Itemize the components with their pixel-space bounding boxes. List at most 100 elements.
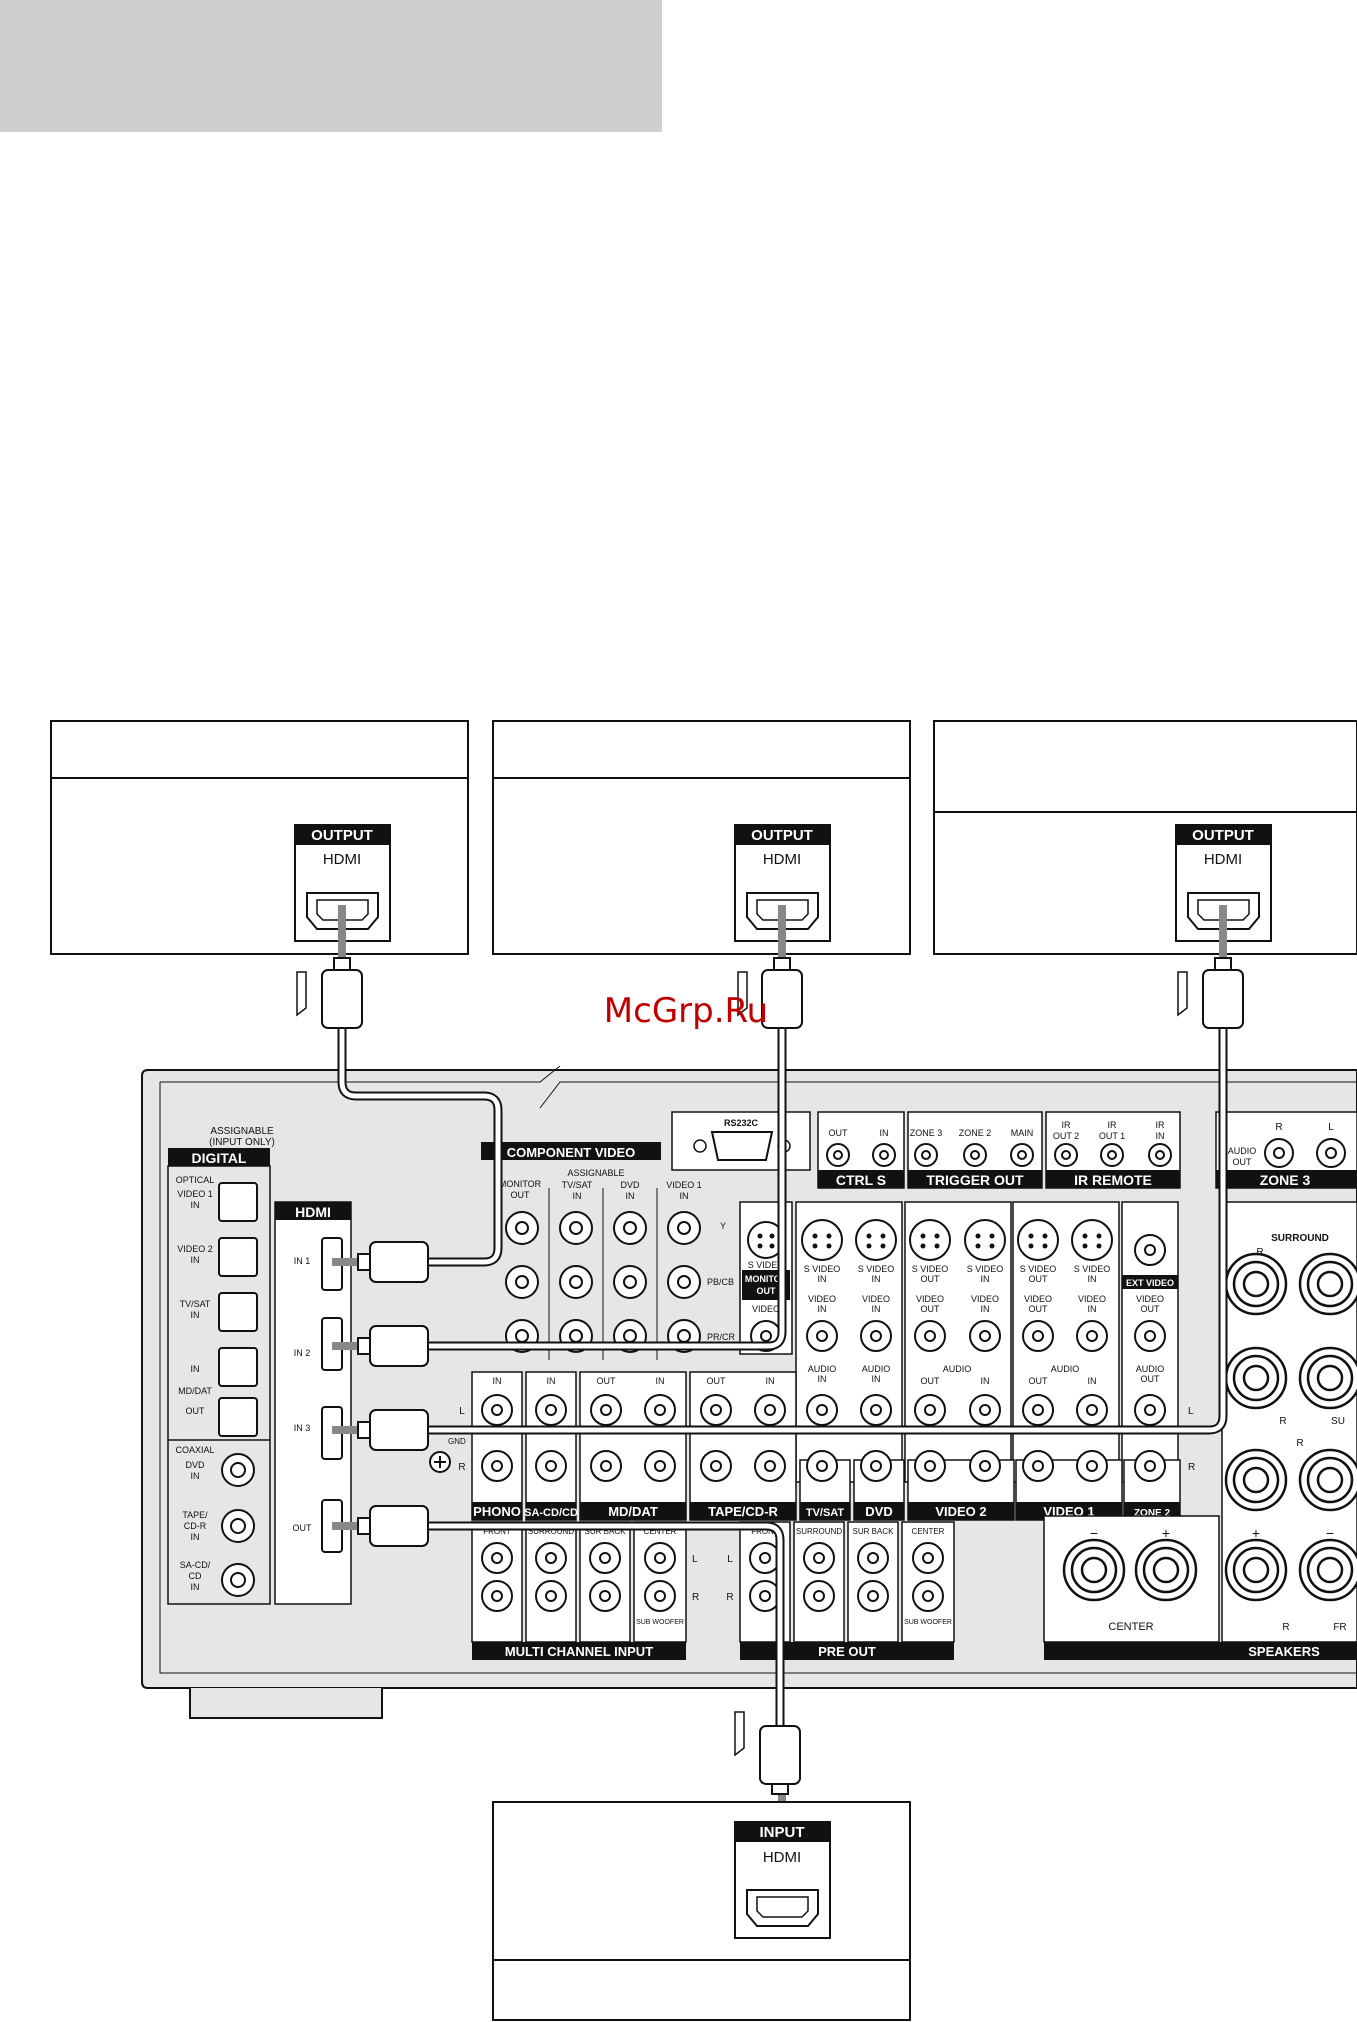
svg-text:VIDEO 1: VIDEO 1 <box>666 1180 702 1190</box>
svg-text:CENTER: CENTER <box>912 1527 945 1536</box>
svg-text:SUR BACK: SUR BACK <box>853 1527 895 1536</box>
svg-text:SUB WOOFER: SUB WOOFER <box>636 1619 684 1626</box>
hdmi-title: HDMI <box>295 1204 331 1220</box>
svg-text:IN: IN <box>1156 1131 1165 1141</box>
header-bar <box>0 0 662 132</box>
port-header: INPUT <box>760 1824 805 1841</box>
svg-text:IN: IN <box>656 1376 665 1386</box>
svg-text:L: L <box>1188 1406 1194 1417</box>
speaker-binding-posts <box>1062 1252 1357 1602</box>
port-type: HDMI <box>763 1849 801 1866</box>
svg-text:S VIDEO: S VIDEO <box>912 1264 949 1274</box>
svg-text:VIDEO 2: VIDEO 2 <box>177 1244 213 1254</box>
svg-text:OUT: OUT <box>511 1190 531 1200</box>
optical-jack <box>218 1292 258 1332</box>
coaxial-jacks <box>221 1453 255 1597</box>
svg-text:IN: IN <box>191 1255 200 1265</box>
svg-text:IN: IN <box>872 1274 881 1284</box>
svg-text:OUT: OUT <box>757 1286 777 1296</box>
hdmi-in2-label: IN 2 <box>294 1348 311 1358</box>
svg-text:OUT: OUT <box>921 1376 941 1386</box>
svg-text:AUDIO: AUDIO <box>1228 1146 1257 1156</box>
svg-text:MD/DAT: MD/DAT <box>608 1504 658 1519</box>
svg-text:R: R <box>1256 1247 1263 1258</box>
port-type: HDMI <box>323 851 361 868</box>
svg-text:VIDEO 1: VIDEO 1 <box>177 1189 213 1199</box>
svg-text:OUT: OUT <box>1029 1376 1049 1386</box>
svg-text:GND: GND <box>448 1437 466 1446</box>
svg-text:PHONO: PHONO <box>473 1504 521 1519</box>
svg-text:IN: IN <box>680 1191 689 1201</box>
ctrl-s-title: CTRL S <box>836 1172 886 1188</box>
svg-text:OUT 2: OUT 2 <box>1053 1131 1079 1141</box>
svg-text:OUT: OUT <box>1029 1274 1049 1284</box>
svg-text:S VIDEO: S VIDEO <box>804 1264 841 1274</box>
hdmi-section: HDMI IN 1 IN 2 IN 3 OUT <box>274 1201 352 1605</box>
svg-text:OUT: OUT <box>186 1406 206 1416</box>
svg-text:MAIN: MAIN <box>1011 1128 1034 1138</box>
svg-text:IN: IN <box>493 1376 502 1386</box>
svg-text:L: L <box>692 1554 698 1565</box>
zone3-title: ZONE 3 <box>1260 1172 1311 1188</box>
svg-text:IN: IN <box>1088 1304 1097 1314</box>
svg-text:IN: IN <box>191 1200 200 1210</box>
svg-text:CD-R: CD-R <box>184 1521 207 1531</box>
port-header: OUTPUT <box>751 827 813 844</box>
svg-text:OUT 1: OUT 1 <box>1099 1131 1125 1141</box>
svg-text:TV/SAT: TV/SAT <box>562 1180 593 1190</box>
speakers-section: SPEAKERS CENTER − + + − SURROUND R R SU … <box>1043 1201 1357 1660</box>
s-video-jacks <box>747 1219 1113 1261</box>
svg-text:IN: IN <box>1088 1274 1097 1284</box>
svg-text:VIDEO: VIDEO <box>1136 1294 1164 1304</box>
svg-text:AUDIO: AUDIO <box>1051 1364 1080 1374</box>
component-video-title: COMPONENT VIDEO <box>507 1145 636 1160</box>
svg-text:L: L <box>459 1406 465 1417</box>
svg-text:FRONT: FRONT <box>483 1527 511 1536</box>
svg-text:RS232C: RS232C <box>724 1118 759 1128</box>
svg-text:COAXIAL: COAXIAL <box>175 1445 214 1455</box>
svg-text:TV/SAT: TV/SAT <box>806 1507 845 1519</box>
svg-text:IN: IN <box>880 1128 889 1138</box>
multi-channel-input-section: MULTI CHANNEL INPUT FRONT SURROUND SUR B… <box>471 1521 699 1660</box>
sink-device: INPUT HDMI <box>492 1801 911 2021</box>
svg-text:S VIDEO: S VIDEO <box>748 1260 785 1270</box>
trigger-out-title: TRIGGER OUT <box>926 1172 1024 1188</box>
control-section: CTRL S OUT IN TRIGGER OUT ZONE 3 ZONE 2 … <box>817 1111 1181 1189</box>
svg-text:VIDEO: VIDEO <box>808 1294 836 1304</box>
svg-text:AUDIO: AUDIO <box>862 1364 891 1374</box>
hdmi-in3-label: IN 3 <box>294 1423 311 1433</box>
svg-text:CENTER: CENTER <box>1108 1621 1153 1633</box>
svg-text:L: L <box>727 1554 733 1565</box>
svg-text:TAPE/: TAPE/ <box>182 1510 208 1520</box>
signal-flow-arrows <box>296 971 1188 1757</box>
hdmi-out-label: OUT <box>293 1523 313 1533</box>
svg-text:DVD: DVD <box>185 1460 205 1470</box>
svg-text:IN: IN <box>626 1191 635 1201</box>
svg-text:R: R <box>1279 1416 1286 1427</box>
svg-text:OUT: OUT <box>1233 1157 1253 1167</box>
svg-text:IR: IR <box>1062 1120 1072 1130</box>
svg-text:ZONE 3: ZONE 3 <box>910 1128 943 1138</box>
svg-text:SURROUND: SURROUND <box>1271 1233 1329 1244</box>
svg-text:OUT: OUT <box>597 1376 617 1386</box>
port-header: OUTPUT <box>1192 827 1254 844</box>
svg-text:ASSIGNABLE: ASSIGNABLE <box>567 1168 624 1178</box>
svg-text:IN: IN <box>573 1191 582 1201</box>
svg-text:ZONE 2: ZONE 2 <box>959 1128 992 1138</box>
svg-text:FR: FR <box>1333 1622 1346 1633</box>
digital-section: ASSIGNABLE (INPUT ONLY) DIGITAL OPTICAL … <box>167 1126 275 1605</box>
svg-text:+: + <box>1252 1525 1260 1541</box>
zone3-section: ZONE 3 AUDIO OUT R L <box>1215 1111 1357 1189</box>
svg-text:R: R <box>692 1592 699 1603</box>
svg-text:OUT: OUT <box>1141 1304 1161 1314</box>
svg-text:FRONT: FRONT <box>751 1527 779 1536</box>
svg-text:SURROUND: SURROUND <box>796 1527 842 1536</box>
svg-text:IN: IN <box>191 1471 200 1481</box>
hdmi-plugs <box>321 957 1244 1795</box>
port-type: HDMI <box>1204 851 1242 868</box>
source-device-2: OUTPUT HDMI <box>492 720 911 955</box>
source-device-1: OUTPUT HDMI <box>50 720 469 955</box>
svg-text:PRE OUT: PRE OUT <box>818 1644 876 1659</box>
svg-text:R: R <box>458 1462 465 1473</box>
